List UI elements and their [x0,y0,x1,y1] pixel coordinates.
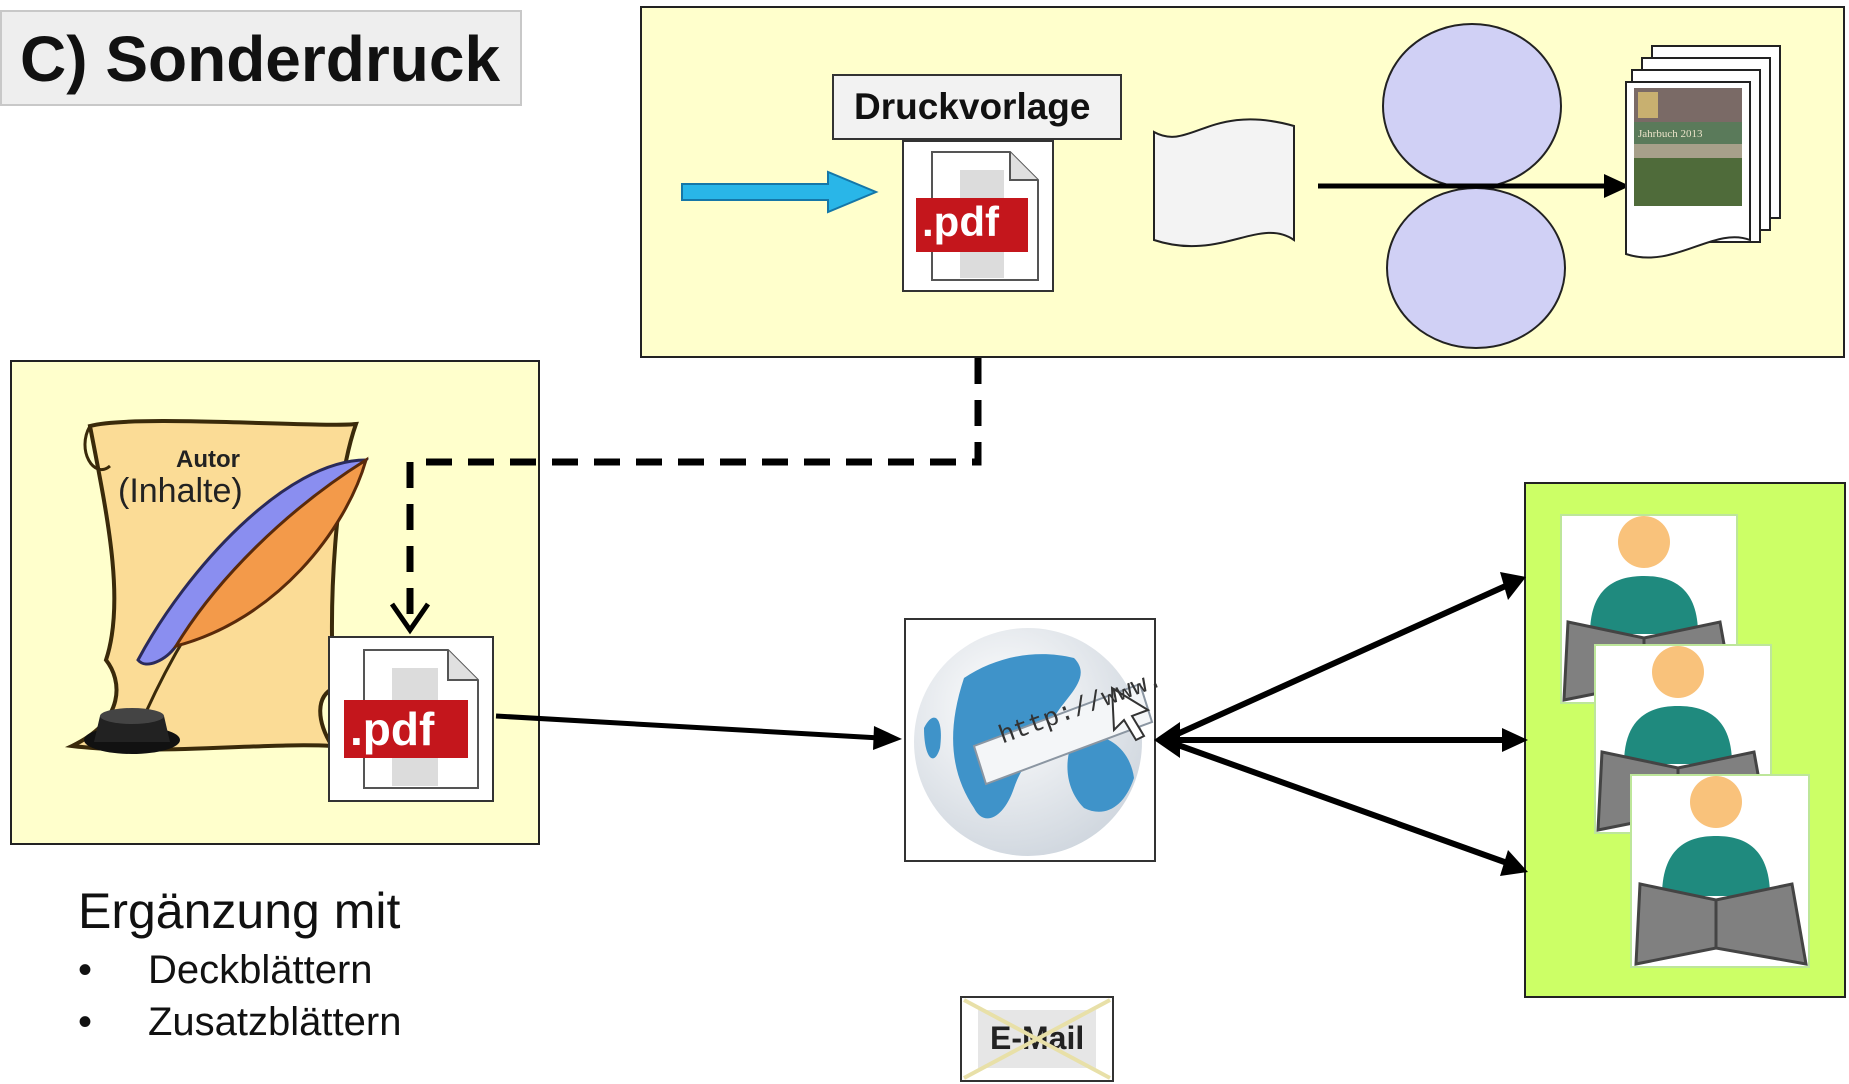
print-pdf-icon [916,151,1039,281]
brochure-stack-icon [1625,45,1781,259]
author-pdf-icon [344,649,479,789]
lower-roller [1386,187,1566,349]
print-pdf-label: .pdf [922,198,999,245]
supplement-item-text: Zusatzblättern [148,1000,402,1044]
author-scroll-icon [64,419,370,754]
print-rollers [1382,23,1566,349]
supplement-item-text: Deckblättern [148,948,373,992]
supplement-item-1: • Deckblättern [78,948,373,993]
upper-roller [1382,23,1562,189]
bullet-dot: • [78,948,93,992]
paper-sheet-icon [1153,118,1295,248]
distribution-arrows [1154,572,1528,876]
press-arrow [1318,174,1630,198]
title-box [0,10,522,106]
scroll-subtitle: (Inhalte) [118,472,243,510]
template-feedback-dashed-arrow [389,358,982,635]
scroll-title: Autor [176,446,240,473]
bullet-dot: • [78,1000,93,1044]
upload-arrow [495,713,902,750]
reader-icon-3 [1634,776,1808,966]
page-title: C) Sonderdruck [20,23,501,95]
internet-globe-icon [914,628,1154,856]
brochure-cover-text: Jahrbuch 2013 [1638,128,1703,140]
template-label: Druckvorlage [854,86,1091,127]
author-pdf-label: .pdf [350,703,435,755]
template-label-box [832,74,1122,140]
email-cross-out-icon [963,998,1111,1080]
input-arrow-icon [681,170,879,214]
supplement-item-2: • Zusatzblättern [78,1000,401,1045]
supplement-heading: Ergänzung mit [78,883,401,939]
